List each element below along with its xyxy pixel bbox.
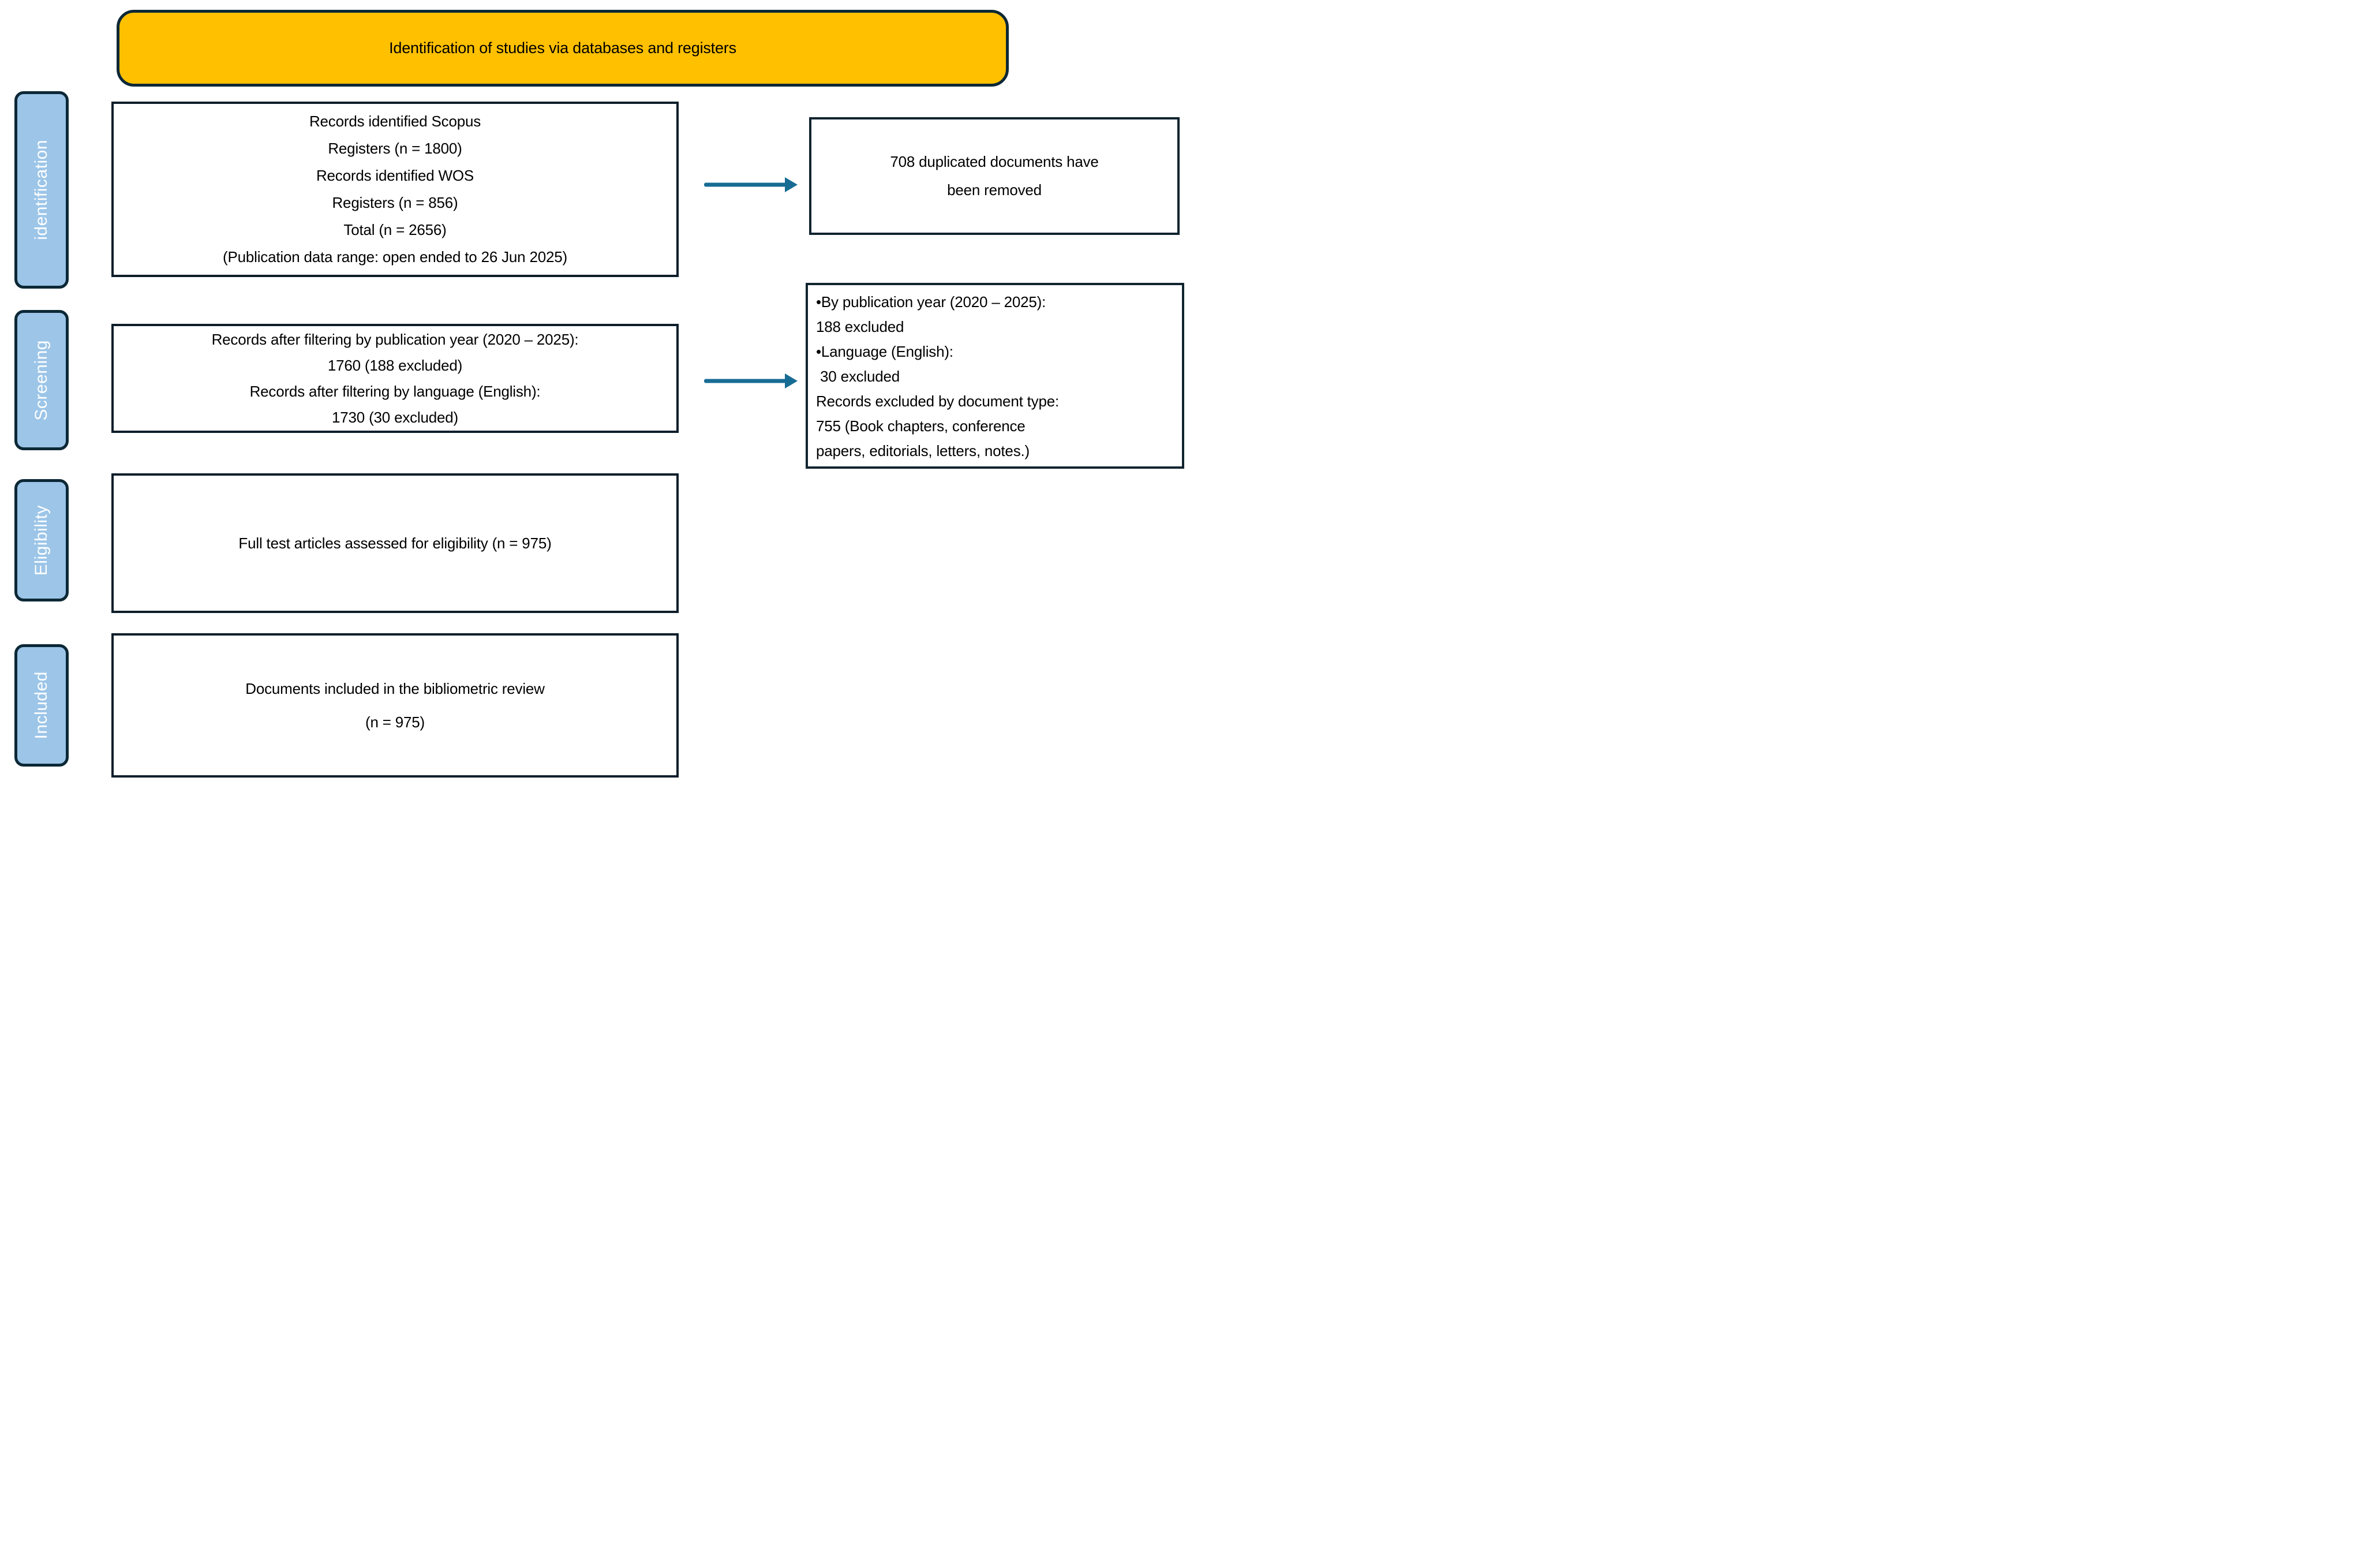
diagram-title: Identification of studies via databases … (389, 39, 736, 57)
full-text-assessed-box: Full test articles assessed for eligibil… (111, 473, 679, 613)
box-text-line: 708 duplicated documents have (890, 153, 1099, 170)
flow-arrow-to-duplicates-icon (704, 177, 798, 193)
box-text-line: Records after filtering by language (Eng… (249, 382, 541, 400)
box-text-line: 1730 (30 excluded) (332, 408, 458, 426)
box-text-line: Records after filtering by publication y… (211, 330, 579, 348)
box-text-line: Total (n = 2656) (343, 221, 447, 238)
documents-included-box: Documents included in the bibliometric r… (111, 633, 679, 778)
stage-label-text: Screening (32, 339, 51, 421)
box-text-line: 188 excluded (816, 318, 904, 335)
stage-label-identification: identification (14, 91, 69, 289)
box-text-line: papers, editorials, letters, notes.) (816, 442, 1030, 459)
stage-label-included: Included (14, 644, 69, 767)
flow-arrow-to-exclusions-icon (704, 373, 798, 389)
excluded-records-box: •By publication year (2020 – 2025): 188 … (806, 283, 1184, 469)
arrow-head-icon (785, 373, 798, 388)
arrow-shaft (704, 379, 786, 383)
box-text-line: Full test articles assessed for eligibil… (238, 534, 552, 552)
box-text-line: •Language (English): (816, 343, 953, 360)
stage-label-text: identification (32, 140, 51, 240)
box-text-line: Records excluded by document type: (816, 393, 1059, 410)
box-text-line: •By publication year (2020 – 2025): (816, 293, 1046, 311)
box-text-line: Registers (n = 1800) (328, 140, 462, 157)
box-text-line: 755 (Book chapters, conference (816, 417, 1026, 435)
duplicates-removed-box: 708 duplicated documents have been remov… (809, 117, 1180, 235)
box-text-line: 30 excluded (816, 368, 900, 385)
box-text-line: 1760 (188 excluded) (327, 356, 463, 374)
diagram-title-banner: Identification of studies via databases … (117, 10, 1009, 87)
arrow-head-icon (785, 177, 798, 192)
records-identified-box: Records identified Scopus Registers (n =… (111, 102, 679, 277)
box-text-line: (n = 975) (365, 713, 425, 731)
stage-label-text: Included (32, 671, 51, 739)
box-text-line: Documents included in the bibliometric r… (245, 680, 545, 697)
stage-label-text: Eligibility (32, 505, 51, 576)
prisma-flow-diagram: Identification of studies via databases … (0, 0, 1190, 781)
stage-label-screening: Screening (14, 310, 69, 450)
box-text-line: Registers (n = 856) (332, 194, 458, 211)
box-text-line: (Publication data range: open ended to 2… (223, 248, 567, 266)
box-text-line: been removed (947, 181, 1042, 199)
records-filtered-box: Records after filtering by publication y… (111, 324, 679, 433)
box-text-line: Records identified Scopus (309, 113, 481, 130)
stage-label-eligibility: Eligibility (14, 479, 69, 601)
box-text-line: Records identified WOS (316, 167, 474, 184)
arrow-shaft (704, 182, 786, 187)
